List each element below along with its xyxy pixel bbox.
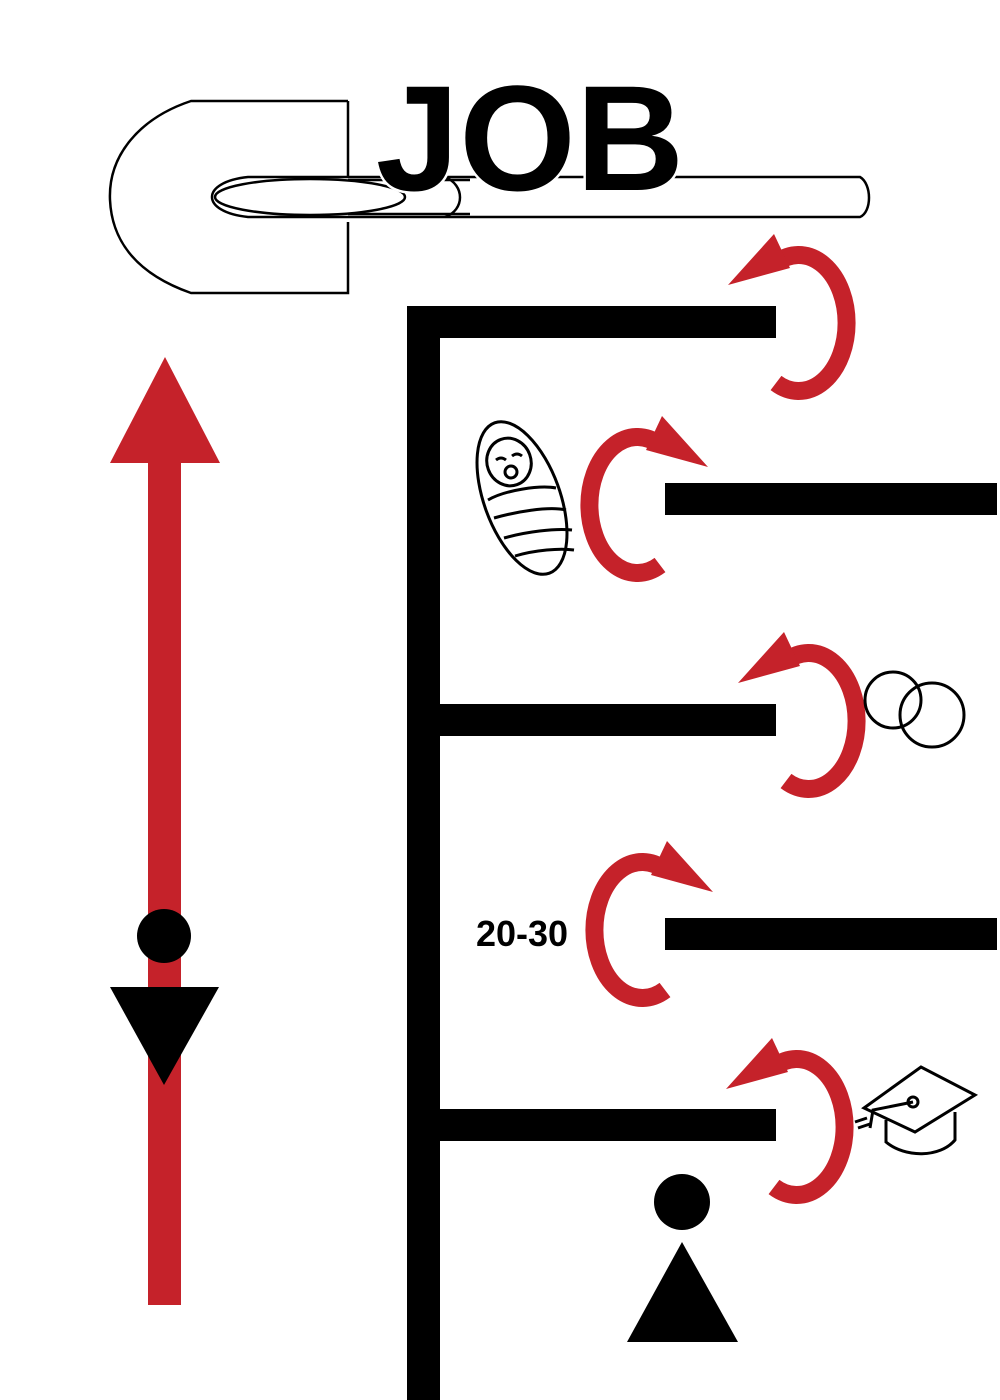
branch-bar bbox=[665, 918, 997, 950]
baby-icon bbox=[475, 420, 575, 576]
page-title: JOB bbox=[376, 54, 684, 222]
male-symbol-icon bbox=[110, 909, 219, 1085]
graduation-cap-icon bbox=[854, 1065, 979, 1156]
female-symbol-icon bbox=[627, 1174, 738, 1342]
life-path-trunk bbox=[407, 306, 776, 1400]
age-label: 20-30 bbox=[476, 913, 568, 954]
branch-bar bbox=[665, 483, 997, 515]
wedding-rings-icon bbox=[863, 670, 966, 749]
shovel-icon bbox=[108, 99, 871, 295]
up-arrow-icon bbox=[110, 357, 220, 1305]
